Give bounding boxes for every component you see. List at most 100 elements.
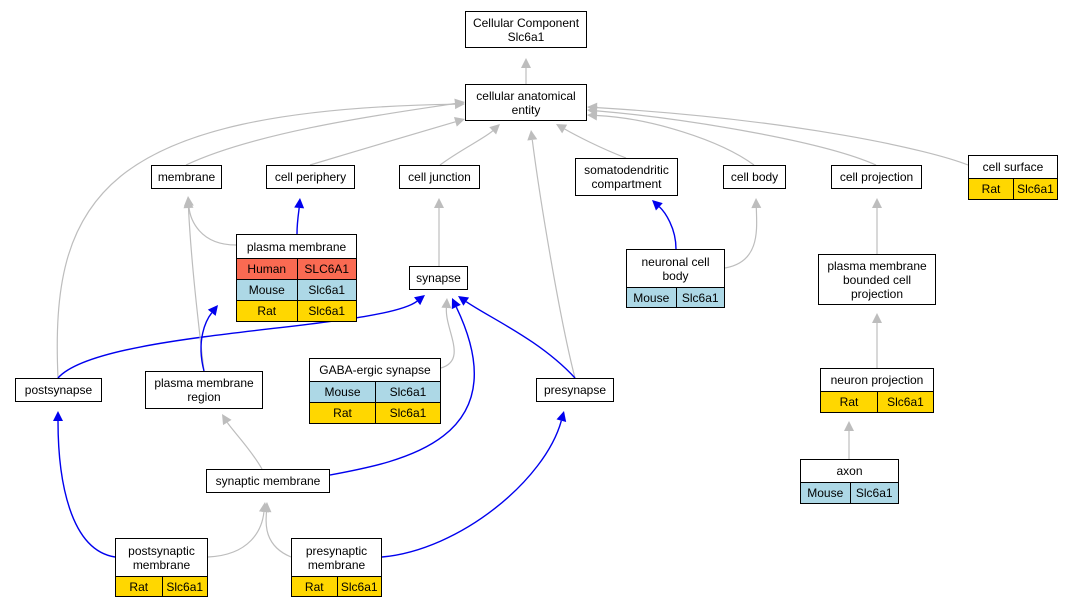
edge-presynapse-to-cae (531, 139, 576, 379)
gene-cell: Slc6a1 (296, 280, 357, 300)
arrowhead-postsynaptic_membrane-to-postsynapse (53, 411, 63, 421)
node-pmbcp[interactable]: plasma membrane bounded cell projection (818, 254, 936, 305)
edge-cell_junction-to-cae (439, 130, 494, 166)
node-label: synaptic membrane (215, 474, 321, 488)
node-label: postsynaptic membrane (128, 543, 195, 572)
edge-presynaptic_membrane-to-synaptic_membrane (265, 511, 292, 558)
gene-cell: Slc6a1 (877, 392, 933, 412)
edge-cell_body-to-cae (596, 114, 755, 166)
edge-synaptic_membrane-to-pm_region (226, 422, 263, 470)
edge-cell_periphery-to-cae (309, 121, 456, 166)
node-label: plasma membrane region (154, 376, 254, 404)
node-label: neuronal cell body (641, 254, 710, 283)
arrowhead-pm_region-to-membrane (183, 198, 194, 209)
arrowhead-cell_surface-to-cae (587, 102, 598, 113)
arrowhead-postsynapse-to-synapse (414, 295, 425, 306)
species-cell: Rat (304, 579, 324, 594)
arrowhead-synaptic_membrane-to-pm_region (222, 414, 232, 426)
species-cell: Mouse (633, 290, 670, 305)
species-row-rat: Rat Slc6a1 (969, 178, 1057, 199)
arrowhead-presynaptic_membrane-to-presynapse (556, 411, 567, 422)
node-cell-body[interactable]: cell body (723, 165, 786, 189)
species-row-mouse: Mouse Slc6a1 (237, 279, 356, 300)
species-row-human: Human SLC6A1 (237, 258, 356, 279)
node-pm-region[interactable]: plasma membrane region (145, 371, 263, 409)
arrowhead-cae-to-root (521, 58, 531, 68)
edge-plasma_membrane-to-cell_periphery (296, 207, 300, 235)
species-cell: Human (247, 262, 287, 276)
node-label: cell junction (408, 170, 471, 184)
species-cell: Rat (839, 395, 859, 409)
arrowhead-synaptic_membrane-to-synapse (451, 298, 461, 310)
node-label: synapse (416, 271, 461, 285)
species-cell: Mouse (807, 486, 844, 500)
arrowhead-neuronal_cell_body-to-somatodendritic (652, 200, 663, 211)
edge-postsynapse-to-synapse (57, 300, 418, 379)
species-cell: Mouse (324, 385, 361, 399)
node-cell-periphery[interactable]: cell periphery (266, 165, 355, 189)
node-label: plasma membrane (246, 239, 347, 254)
node-root[interactable]: Cellular Component Slc6a1 (465, 11, 587, 48)
arrowhead-neuronal_cell_body-to-cell_body (751, 198, 762, 209)
edge-membrane-to-cae (185, 102, 456, 166)
arrowhead-cell_periphery-to-cae (454, 116, 465, 127)
gene-cell: Slc6a1 (296, 301, 357, 321)
node-label: cell projection (839, 170, 914, 184)
gene-cell: Slc6a1 (375, 403, 440, 423)
arrowhead-axon-to-neuron_projection (844, 421, 854, 431)
node-label: somatodendritic compartment (584, 163, 669, 191)
node-presynapse[interactable]: presynapse (536, 378, 614, 402)
node-somatodendritic[interactable]: somatodendritic compartment (575, 158, 678, 196)
gene-cell: SLC6A1 (296, 259, 357, 279)
node-cae[interactable]: cellular anatomical entity (465, 84, 587, 121)
edge-presynaptic_membrane-to-presynapse (381, 420, 563, 558)
node-label: GABA-ergic synapse (319, 363, 431, 377)
node-label: Cellular Component Slc6a1 (472, 15, 580, 44)
node-synaptic-membrane[interactable]: synaptic membrane (206, 469, 330, 493)
node-membrane[interactable]: membrane (151, 165, 222, 189)
node-label: cell periphery (274, 170, 347, 184)
edge-plasma_membrane-to-membrane (188, 205, 237, 246)
node-label: cell body (730, 170, 779, 184)
node-label: cellular anatomical entity (476, 88, 576, 117)
edge-somatodendritic-to-cae (564, 128, 627, 159)
edge-postsynapse-to-cae (56, 103, 456, 379)
edge-synaptic_membrane-to-synapse (329, 306, 475, 476)
arrowhead-plasma_membrane-to-cell_periphery (294, 198, 305, 209)
arrowhead-gaba_synapse-to-synapse (441, 298, 452, 309)
arrowhead-cell_junction-to-cae (489, 124, 500, 135)
species-row-mouse: Mouse Slc6a1 (801, 482, 898, 503)
node-label: cell surface (982, 160, 1044, 174)
edge-cell_projection-to-cae (596, 110, 877, 166)
arrowhead-presynapse-to-synapse (458, 296, 470, 306)
arrowhead-somatodendritic-to-cae (556, 124, 568, 134)
edge-pm_region-to-membrane (187, 207, 205, 372)
arrowhead-postsynapse-to-cae (454, 99, 465, 110)
gene-cell: Slc6a1 (849, 483, 899, 503)
species-cell: Rat (981, 182, 1001, 196)
node-synapse[interactable]: synapse (409, 266, 468, 290)
gene-cell: Slc6a1 (336, 577, 382, 596)
node-cell-junction[interactable]: cell junction (399, 165, 480, 189)
arrowhead-neuron_projection-to-pmbcp (872, 313, 882, 323)
node-postsynapse[interactable]: postsynapse (15, 378, 102, 402)
species-cell: Mouse (248, 283, 285, 297)
gene-cell: Slc6a1 (1013, 179, 1057, 199)
node-label: plasma membrane bounded cell projection (827, 258, 927, 301)
arrowhead-presynaptic_membrane-to-synaptic_membrane (261, 502, 272, 513)
node-cell-projection[interactable]: cell projection (831, 165, 922, 189)
arrowhead-synapse-to-cell_junction (434, 198, 444, 208)
